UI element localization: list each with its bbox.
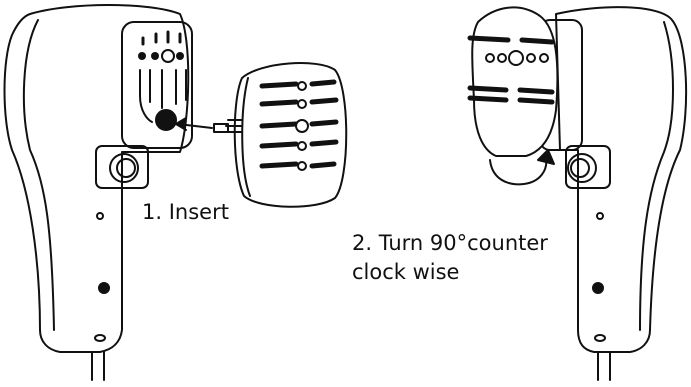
attachment-rings xyxy=(295,81,309,171)
step-1-label: 1. Insert xyxy=(142,200,229,224)
rotated-attachment xyxy=(467,6,559,186)
left-device xyxy=(3,4,193,381)
left-device-body xyxy=(3,4,190,353)
left-device-cord xyxy=(91,351,105,381)
rotated-attachment-bristles xyxy=(467,35,555,105)
right-device-body xyxy=(555,6,688,353)
left-device-contour xyxy=(22,19,55,331)
right-device-contour xyxy=(639,21,674,331)
left-device-button xyxy=(98,282,110,294)
attachment-bristles xyxy=(259,79,339,169)
left-side-bracket xyxy=(95,145,149,189)
attachment-head-rim xyxy=(241,77,251,197)
right-side-knob-outer xyxy=(567,153,597,183)
right-device-port xyxy=(594,334,606,342)
left-device-port xyxy=(94,334,106,342)
right-device-cord xyxy=(597,351,611,381)
left-socket xyxy=(155,109,177,131)
left-side-knob-inner xyxy=(116,158,136,178)
attachment-pin-tip xyxy=(213,123,229,133)
left-head-dots xyxy=(138,52,184,60)
left-head-center-ring xyxy=(161,49,175,63)
right-side-bracket xyxy=(565,145,611,189)
right-device-hole xyxy=(596,212,604,220)
step-2-label: 2. Turn 90°counter xyxy=(352,231,548,255)
left-head-slots xyxy=(139,69,187,123)
attachment-head-body xyxy=(233,62,348,208)
step-2-label-line2: clock wise xyxy=(352,260,460,284)
left-head-plate xyxy=(121,21,193,149)
attachment-head xyxy=(175,62,348,208)
rotation-arrow xyxy=(489,157,548,186)
right-side-knob-inner xyxy=(570,158,590,178)
rotation-arrow-head xyxy=(537,149,555,165)
left-head-top-ticks xyxy=(141,30,182,46)
left-side-knob-outer xyxy=(109,153,139,183)
left-device-hole xyxy=(96,212,104,220)
right-device xyxy=(539,6,688,381)
insert-arrow-head xyxy=(175,117,187,131)
rotated-attachment-body xyxy=(471,6,559,157)
right-device-button xyxy=(592,282,604,294)
rotated-attachment-rings xyxy=(485,50,549,66)
